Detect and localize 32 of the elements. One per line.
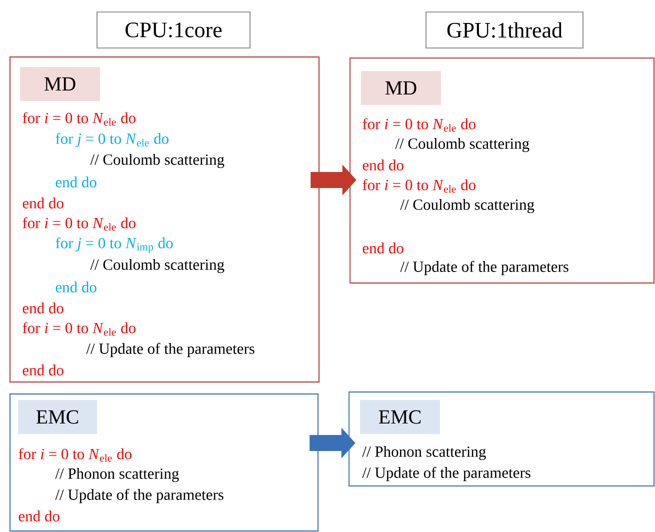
- code-line: // Coulomb scattering: [90, 154, 224, 168]
- code-line: // Coulomb scattering: [90, 258, 224, 274]
- code-line: for i = 0 to N$_{ele}$ do: [22, 112, 136, 126]
- code-line: end do: [56, 282, 96, 292]
- code-line: // Coulomb scattering: [400, 198, 534, 214]
- code-line: for i = 0 to N$_{ele}$ do: [362, 118, 476, 132]
- code-line: // Phonon scattering: [362, 446, 486, 460]
- code-line: forj = 0 to N$_{imp}$ do: [56, 237, 173, 253]
- code-line: end do: [22, 302, 64, 314]
- code-line: // Update of the parameters: [362, 466, 530, 482]
- section-tag: MD: [20, 67, 100, 101]
- code-line: for i = 0 to N$_{ele}$ do: [18, 448, 132, 462]
- code-line: end do: [362, 242, 404, 254]
- code-line: end do: [18, 510, 60, 522]
- code-line: end do: [56, 176, 96, 188]
- column-heading: GPU:1thread: [426, 12, 584, 48]
- code-line: // Phonon scattering: [55, 468, 179, 482]
- code-line: for i = 0 to N$_{ele}$ do: [22, 322, 136, 336]
- code-line: end do: [362, 160, 404, 170]
- code-line: end do: [22, 198, 64, 208]
- column-heading: CPU:1core: [96, 12, 250, 48]
- code-line: forj = 0 to N$_{ele}$ do: [56, 132, 168, 148]
- code-line: for i = 0 to N$_{ele}$ do: [22, 217, 136, 231]
- code-line: for i = 0 to N$_{ele}$ do: [362, 179, 476, 193]
- code-line: end do: [22, 364, 64, 376]
- section-tag: MD: [361, 71, 441, 105]
- code-line: // Update of the parameters: [86, 342, 254, 358]
- code-line: // Update of the parameters: [400, 260, 568, 276]
- section-tag: EMC: [18, 400, 97, 434]
- code-line: // Update of the parameters: [55, 488, 224, 504]
- section-tag: EMC: [360, 400, 440, 434]
- code-line: // Coulomb scattering: [395, 138, 530, 152]
